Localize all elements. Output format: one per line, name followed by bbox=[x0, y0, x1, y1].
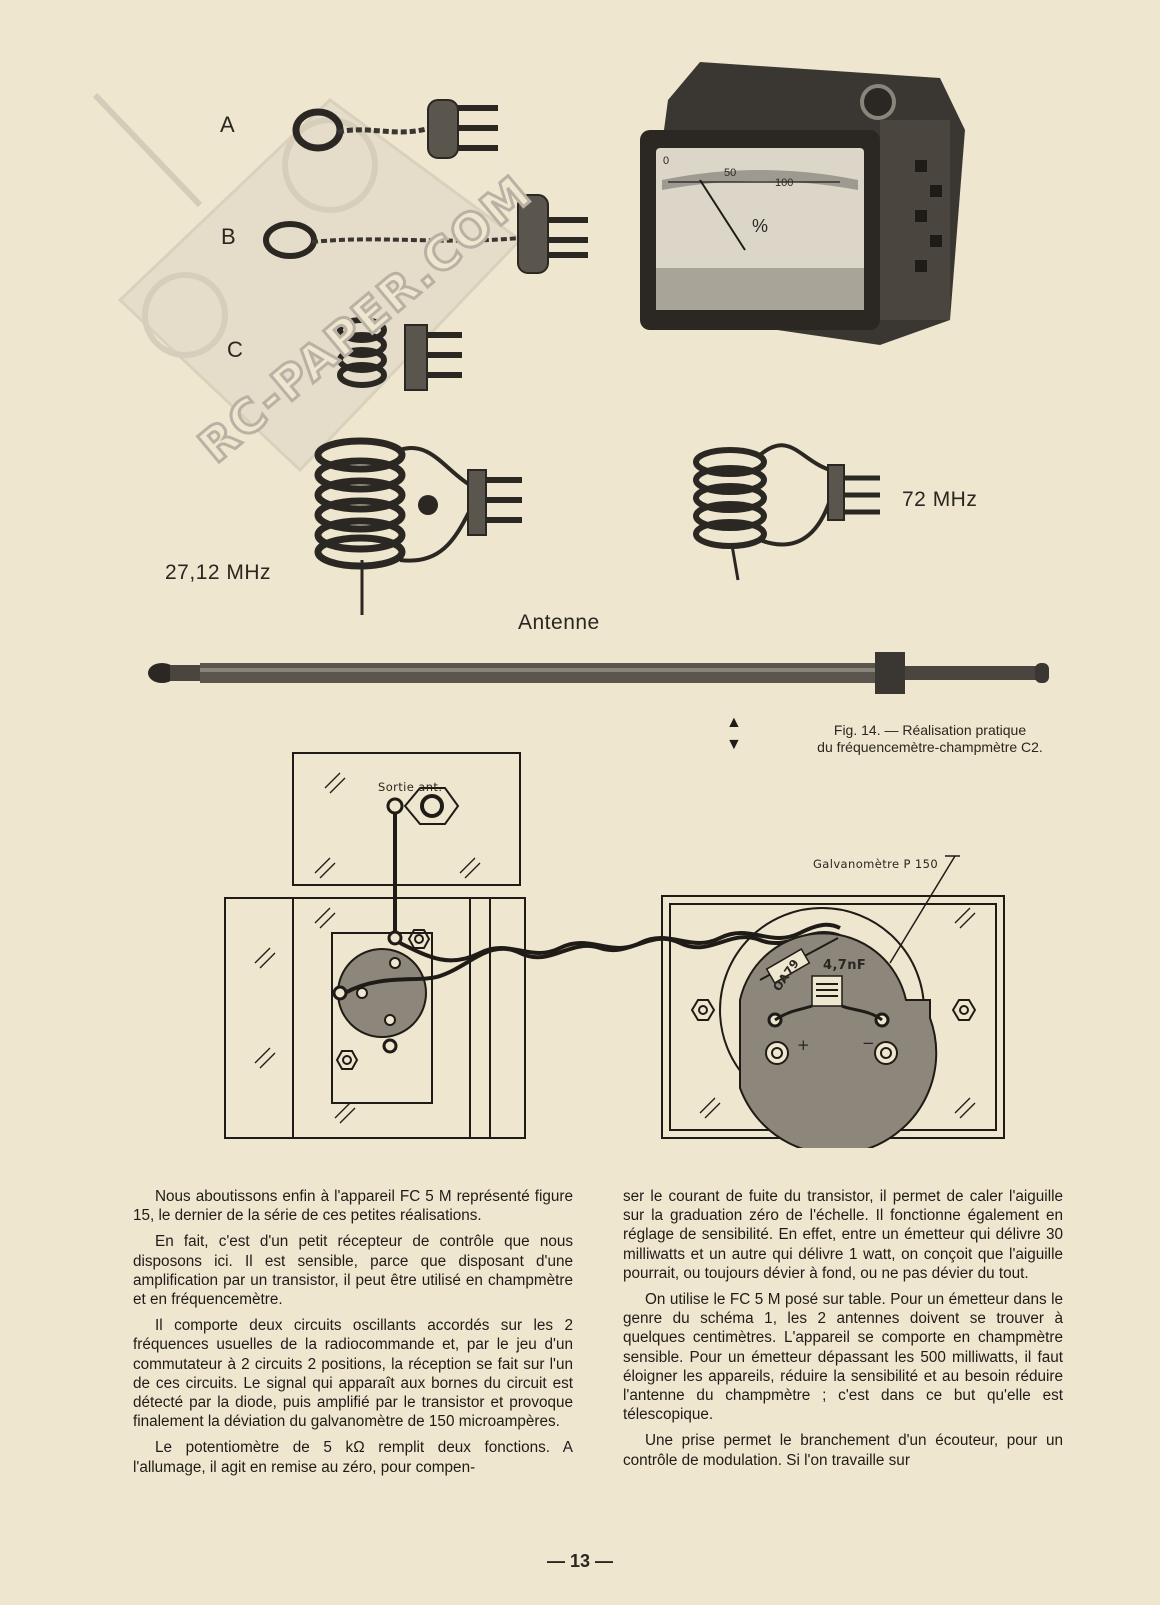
caption-arrows: ▲ ▼ bbox=[726, 712, 746, 756]
label-72mhz: 72 MHz bbox=[902, 488, 978, 511]
paragraph: En fait, c'est d'un petit récepteur de c… bbox=[133, 1233, 573, 1309]
meter-scale-100: 100 bbox=[775, 177, 793, 189]
text-column-right: ser le courant de fuite du transistor, i… bbox=[623, 1187, 1063, 1477]
label-a: A bbox=[220, 112, 235, 137]
meter-scale-0: 0 bbox=[663, 155, 669, 167]
text-column-left: Nous aboutissons enfin à l'appareil FC 5… bbox=[133, 1187, 573, 1484]
component-photo: 0 50 100 % bbox=[92, 62, 1049, 694]
antenna-image bbox=[148, 652, 1049, 694]
loop-coil-b-image bbox=[263, 194, 588, 274]
label-antenna: Antenne bbox=[518, 611, 600, 634]
galvanometer-image: 0 50 100 % bbox=[640, 62, 965, 345]
label-galvanometre: Galvanomètre P 150 bbox=[813, 857, 939, 871]
label-plus: + bbox=[797, 1036, 810, 1054]
label-27mhz: 27,12 MHz bbox=[165, 561, 272, 584]
figure-caption: Fig. 14. — Réalisation pratique du fréqu… bbox=[780, 722, 1080, 756]
label-minus: − bbox=[862, 1034, 875, 1052]
antenna-jack bbox=[386, 787, 460, 938]
caption-line-2: du fréquencemètre-champmètre C2. bbox=[817, 739, 1043, 755]
paragraph: Nous aboutissons enfin à l'appareil FC 5… bbox=[133, 1188, 573, 1225]
wiring-diagram bbox=[224, 752, 1005, 1148]
paragraph: On utilise le FC 5 M posé sur table. Pou… bbox=[623, 1291, 1063, 1424]
paragraph: ser le courant de fuite du transistor, i… bbox=[623, 1188, 1063, 1282]
galvanometer-diagram bbox=[690, 855, 977, 1148]
coil-72mhz-image bbox=[693, 443, 880, 581]
paragraph: Le potentiomètre de 5 kΩ remplit deux fo… bbox=[133, 1439, 573, 1476]
coil-c-image bbox=[337, 317, 462, 391]
meter-scale-percent: % bbox=[752, 216, 768, 236]
page-number: — 13 — bbox=[546, 1551, 614, 1571]
paragraph: Une prise permet le branchement d'un éco… bbox=[623, 1432, 1063, 1469]
meter-scale-50: 50 bbox=[724, 167, 736, 179]
arrow-down-icon: ▼ bbox=[726, 736, 742, 753]
loop-coil-a-image bbox=[292, 99, 498, 159]
coil-27mhz-image bbox=[314, 437, 522, 615]
caption-line-1: Fig. 14. — Réalisation pratique bbox=[833, 722, 1027, 738]
label-capacitor: 4,7nF bbox=[823, 958, 867, 973]
twisted-pair-wire bbox=[344, 922, 841, 995]
arrow-up-icon: ▲ bbox=[726, 714, 742, 731]
switch-disk bbox=[332, 929, 431, 1070]
label-b: B bbox=[221, 224, 236, 249]
label-c: C bbox=[227, 337, 243, 362]
label-sortie-ant: Sortie ant. bbox=[378, 780, 443, 794]
remote-control-image bbox=[92, 92, 523, 473]
paragraph: Il comporte deux circuits oscillants acc… bbox=[133, 1317, 573, 1431]
